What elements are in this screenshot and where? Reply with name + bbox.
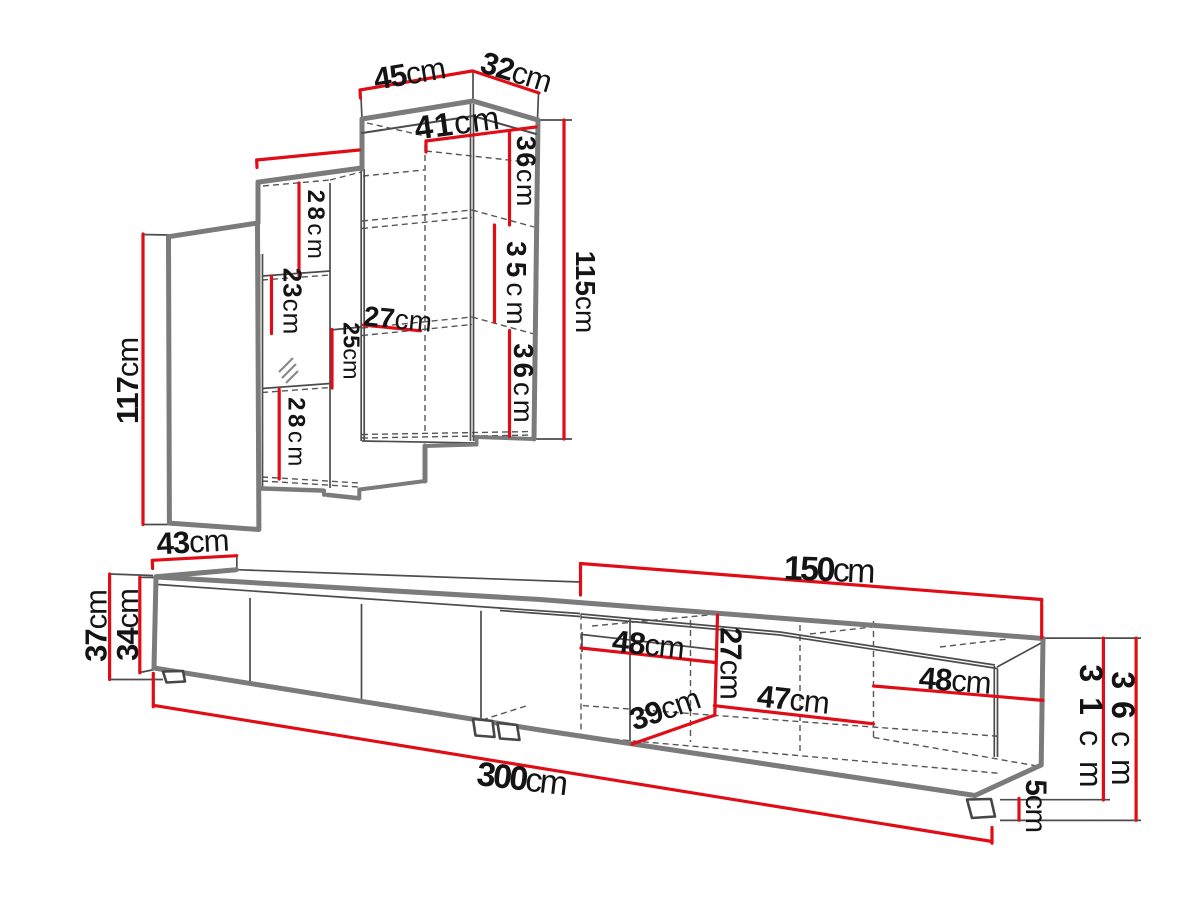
svg-text:31cm: 31cm [1073,664,1109,802]
svg-text:27cm: 27cm [714,627,749,699]
svg-text:47cm: 47cm [756,678,831,720]
svg-text:36cm: 36cm [511,136,541,208]
svg-text:48cm: 48cm [611,623,686,665]
svg-text:117cm: 117cm [110,338,145,424]
svg-text:115cm: 115cm [570,251,601,334]
svg-text:28cm: 28cm [302,190,329,263]
svg-text:27cm: 27cm [362,300,433,337]
svg-text:43cm: 43cm [156,523,230,562]
svg-text:34cm: 34cm [110,589,145,661]
svg-text:28cm: 28cm [283,397,310,470]
svg-text:150cm: 150cm [783,549,875,591]
svg-text:300cm: 300cm [475,755,569,803]
svg-text:45cm: 45cm [371,50,448,96]
svg-text:5cm: 5cm [1019,779,1052,832]
svg-text:23cm: 23cm [278,268,308,336]
svg-text:36cm: 36cm [1105,671,1141,797]
svg-text:37cm: 37cm [79,590,114,662]
svg-text:36cm: 36cm [508,343,539,426]
svg-text:41cm: 41cm [412,99,503,147]
svg-text:35cm: 35cm [501,241,532,329]
svg-text:25cm: 25cm [339,322,365,379]
svg-text:48cm: 48cm [918,660,992,701]
